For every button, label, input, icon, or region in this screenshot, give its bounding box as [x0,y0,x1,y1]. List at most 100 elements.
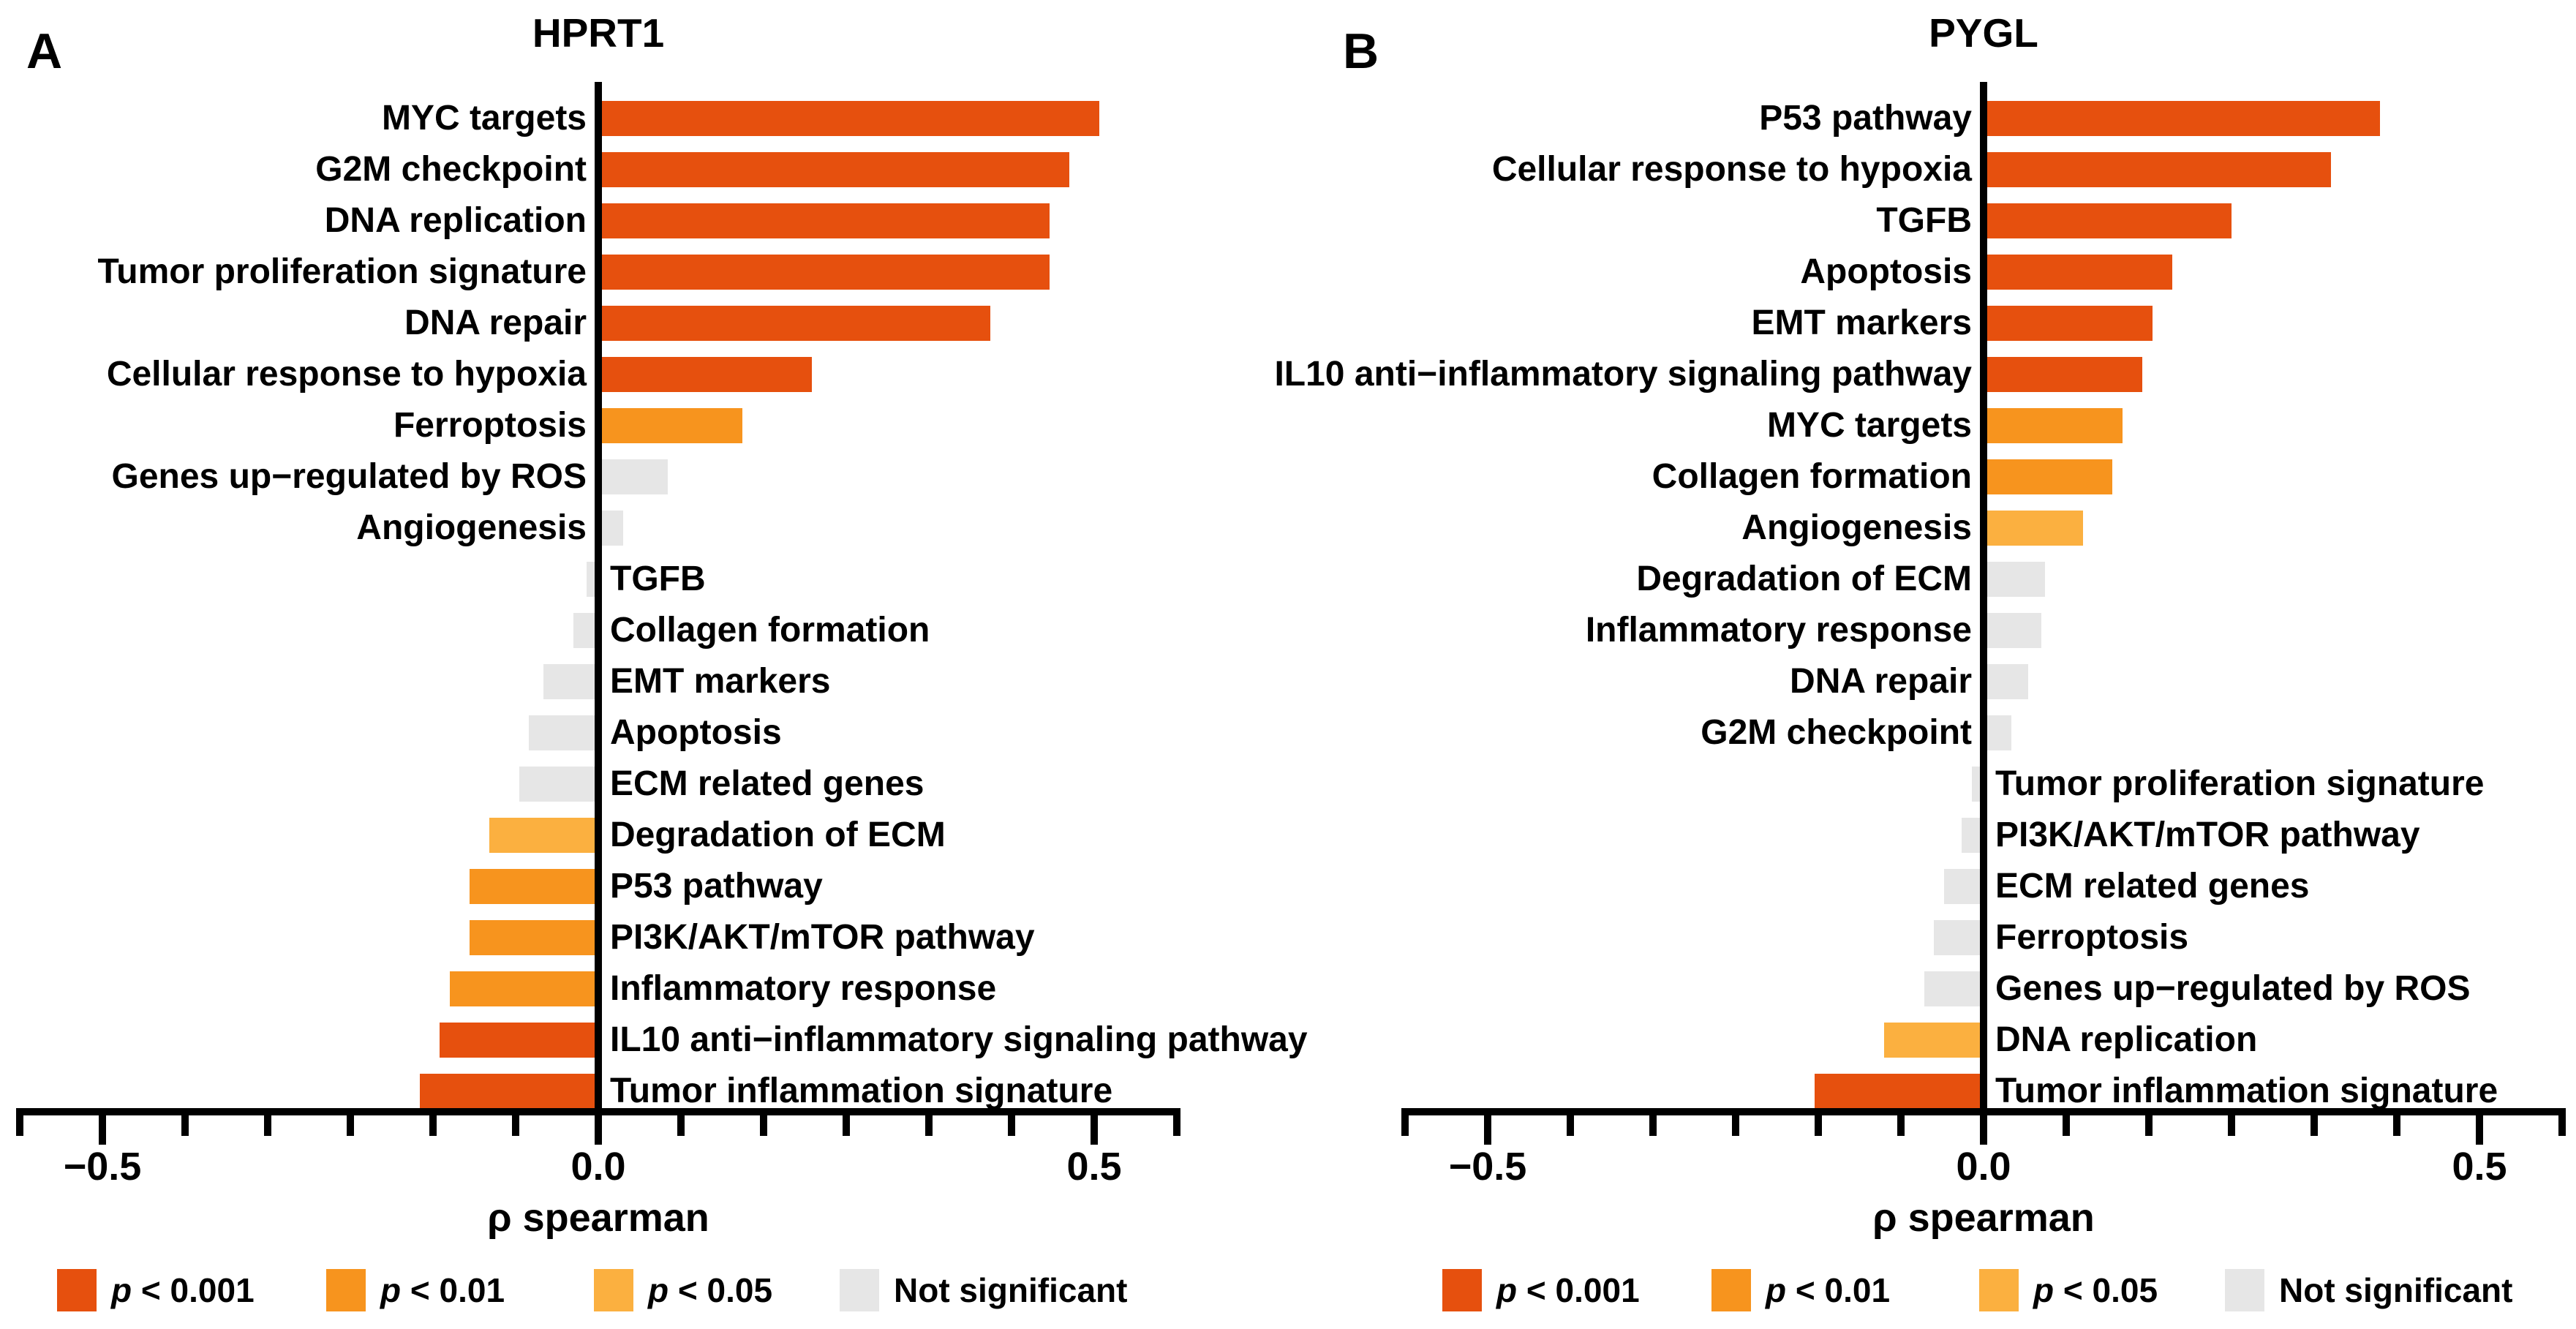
category-label-genes-up-regulated-by-ros: Genes up−regulated by ROS [111,457,587,496]
legend-p-italic: p [2033,1271,2055,1309]
x-tick-label-b-0: −0.5 [1448,1145,1527,1189]
bar-degradation-of-ecm [1984,562,2045,597]
category-label-degradation-of-ecm: Degradation of ECM [610,816,946,854]
category-label-angiogenesis: Angiogenesis [356,508,587,547]
bar-il10-anti-inflammatory-signaling-pathway [1984,357,2142,392]
legend-swatch-p-0-001-a [57,1269,97,1311]
category-label-g2m-checkpoint: G2M checkpoint [1701,713,1972,752]
x-minor-tick-b [1897,1115,1905,1136]
category-label-tumor-inflammation-signature: Tumor inflammation signature [1995,1072,2498,1110]
x-axis-title-a: ρ spearman [487,1196,709,1240]
legend-p-italic: p [111,1271,132,1309]
category-label-il10-anti-inflammatory-signaling-pathway: IL10 anti−inflammatory signaling pathway [610,1020,1308,1059]
category-label-dna-repair: DNA repair [404,304,587,342]
x-tick-label-a-0: −0.5 [63,1145,142,1189]
x-minor-tick-a [925,1115,933,1136]
x-minor-tick-b [2393,1115,2400,1136]
category-label-p53-pathway: P53 pathway [1759,99,1972,138]
bar-tumor-proliferation-signature [598,255,1050,290]
bar-myc-targets [1984,408,2123,443]
x-tick-label-b-1: 0.0 [1956,1145,2011,1189]
category-label-ferroptosis: Ferroptosis [1995,918,2189,957]
category-label-apoptosis: Apoptosis [1800,252,1972,291]
category-label-inflammatory-response: Inflammatory response [1585,611,1972,650]
bar-pi3k-akt-mtor-pathway [470,920,598,955]
x-minor-tick-a [429,1115,437,1136]
x-tick-label-a-2: 0.5 [1066,1145,1122,1189]
panel-letter-b: B [1343,23,1379,79]
legend-swatch-ns-b [2225,1269,2264,1311]
legend-label-p-0-001-a: p < 0.001 [111,1271,255,1309]
category-label-collagen-formation: Collagen formation [1652,457,1972,496]
bar-g2m-checkpoint [1984,715,2011,750]
x-minor-tick-b [1815,1115,1822,1136]
x-minor-tick-b [1401,1115,1409,1136]
bar-ecm-related-genes [519,767,598,802]
category-label-dna-repair: DNA repair [1790,662,1972,701]
category-label-myc-targets: MYC targets [381,99,587,138]
x-minor-tick-b [2063,1115,2070,1136]
bar-dna-repair [1984,664,2028,699]
bar-collagen-formation [1984,459,2112,494]
x-minor-tick-b [1567,1115,1574,1136]
category-label-degradation-of-ecm: Degradation of ECM [1636,560,1972,598]
x-minor-tick-a [1008,1115,1015,1136]
category-label-tumor-inflammation-signature: Tumor inflammation signature [610,1072,1113,1110]
bar-angiogenesis [1984,511,2083,546]
x-minor-tick-a [264,1115,271,1136]
bar-dna-replication [598,203,1050,238]
x-minor-tick-a [512,1115,519,1136]
x-major-tick-b [1980,1115,1987,1145]
bar-genes-up-regulated-by-ros [1924,971,1984,1006]
bar-apoptosis [529,715,598,750]
x-minor-tick-a [1173,1115,1180,1136]
bar-apoptosis [1984,255,2172,290]
x-axis-title-b: ρ spearman [1872,1196,2095,1240]
x-minor-tick-a [677,1115,685,1136]
bar-tumor-inflammation-signature [1815,1074,1984,1109]
category-label-dna-replication: DNA replication [324,201,587,240]
bar-inflammatory-response [450,971,598,1006]
x-minor-tick-b [2145,1115,2153,1136]
category-label-il10-anti-inflammatory-signaling-pathway: IL10 anti−inflammatory signaling pathway [1274,355,1972,394]
category-label-tgfb: TGFB [1876,201,1972,240]
bar-ferroptosis [1934,920,1984,955]
category-label-ecm-related-genes: ECM related genes [1995,867,2310,906]
bar-dna-replication [1884,1023,1984,1058]
x-minor-tick-b [1732,1115,1739,1136]
category-label-inflammatory-response: Inflammatory response [610,969,997,1008]
bar-myc-targets [598,101,1099,136]
legend-swatch-p-0-001-b [1442,1269,1482,1311]
legend-swatch-ns-a [840,1269,879,1311]
bar-emt-markers [1984,306,2153,341]
bar-p53-pathway [1984,101,2380,136]
category-label-tumor-proliferation-signature: Tumor proliferation signature [97,252,587,291]
category-label-apoptosis: Apoptosis [610,713,782,752]
legend-p-italic: p [380,1271,402,1309]
category-label-cellular-response-to-hypoxia: Cellular response to hypoxia [106,355,587,394]
bar-g2m-checkpoint [598,152,1069,187]
x-minor-tick-a [843,1115,850,1136]
category-label-p53-pathway: P53 pathway [610,867,823,906]
bar-tumor-inflammation-signature [420,1074,598,1109]
category-label-tumor-proliferation-signature: Tumor proliferation signature [1995,764,2485,803]
legend-p-italic: p [1766,1271,1787,1309]
x-minor-tick-b [2311,1115,2318,1136]
legend-swatch-p-0-01-a [326,1269,366,1311]
legend-swatch-p-0-05-b [1979,1269,2019,1311]
bar-dna-repair [598,306,990,341]
category-label-emt-markers: EMT markers [610,662,831,701]
x-major-tick-b [2476,1115,2483,1145]
x-minor-tick-b [1649,1115,1657,1136]
category-label-myc-targets: MYC targets [1766,406,1972,445]
legend-swatch-p-0-05-a [594,1269,633,1311]
legend-label-p-0-001-b: p < 0.001 [1496,1271,1640,1309]
bar-emt-markers [543,664,598,699]
legend-label-p-0-05-a: p < 0.05 [648,1271,773,1309]
legend-label-p-0-01-b: p < 0.01 [1766,1271,1891,1309]
bar-inflammatory-response [1984,613,2041,648]
legend-p-italic: p [1496,1271,1518,1309]
category-label-dna-replication: DNA replication [1995,1020,2258,1059]
bar-ferroptosis [598,408,742,443]
x-minor-tick-b [2228,1115,2235,1136]
